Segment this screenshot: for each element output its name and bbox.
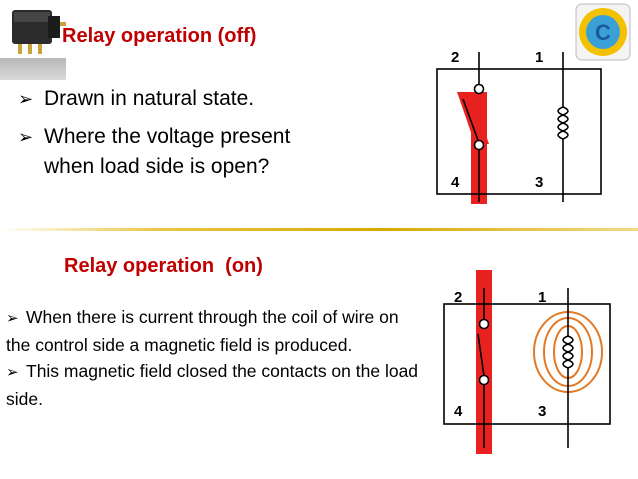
logo-letter: C — [595, 20, 611, 45]
contact-top — [478, 318, 490, 330]
contact-bottom — [473, 139, 485, 151]
paragraph-text: This magnetic field closed the contacts … — [6, 361, 419, 409]
switch-blade — [477, 333, 485, 377]
title-relay-on: Relay operation (on) — [64, 255, 263, 277]
grey-accent-bar — [0, 58, 66, 80]
terminal-label: 3 — [535, 174, 543, 191]
coil — [562, 335, 574, 369]
terminal-label: 2 — [451, 49, 459, 66]
title-relay-off: Relay operation (off) — [62, 25, 257, 47]
paragraph-relay-on: ➢When there is current through the coil … — [6, 304, 426, 412]
contact-bottom — [478, 374, 490, 386]
paragraph-text: When there is current through the coil o… — [6, 307, 399, 355]
arrow-bullet-icon: ➢ — [18, 89, 34, 109]
bullet-off-1: ➢ Drawn in natural state. — [18, 84, 254, 114]
terminal-label: 3 — [538, 403, 546, 420]
terminal-label: 2 — [454, 289, 462, 306]
terminal-label: 4 — [451, 174, 460, 191]
contact-top — [473, 83, 485, 95]
logo-badge: C — [575, 3, 631, 61]
terminal-label: 4 — [454, 403, 463, 420]
bullet-text: Drawn in natural state. — [44, 87, 255, 110]
circuit-outline — [436, 68, 602, 195]
relay-diagram-on: 2 1 4 3 — [440, 268, 622, 456]
relay-diagram-off: 2 1 4 3 — [433, 47, 613, 207]
section-divider — [0, 228, 638, 231]
bullet-text: Where the voltage present when load side… — [44, 125, 291, 178]
arrow-bullet-icon: ➢ — [6, 364, 19, 381]
highlight-path — [476, 270, 492, 454]
arrow-bullet-icon: ➢ — [6, 310, 19, 327]
circuit-outline — [443, 303, 611, 425]
relay-photo — [12, 10, 66, 54]
switch-blade — [462, 98, 480, 144]
bullet-off-2: ➢ Where the voltage present when load si… — [18, 122, 290, 182]
terminal-label: 1 — [535, 49, 543, 66]
arrow-bullet-icon: ➢ — [18, 127, 34, 147]
terminal-label: 1 — [538, 289, 546, 306]
coil — [557, 106, 569, 140]
